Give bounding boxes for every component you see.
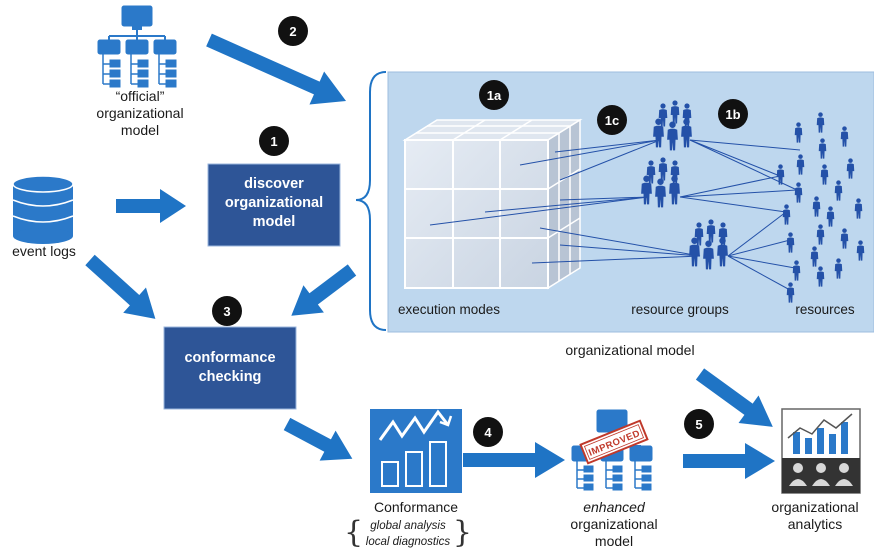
arrow-model-to-conformance: [291, 264, 357, 316]
analytics-line1: organizational: [771, 499, 859, 515]
conformance-details: { } global analysis local diagnostics: [344, 515, 472, 556]
step-badge-1a: 1a: [479, 80, 509, 110]
step-badge-3: 3: [212, 296, 242, 326]
step-badge-5: 5: [684, 409, 714, 439]
arrow-enhanced-to-analytics: [683, 443, 775, 479]
conformance-checking-line1: conformance: [184, 350, 276, 366]
flow-arrows: [85, 33, 775, 479]
enhanced-line3: model: [594, 533, 634, 549]
arrow-result-to-enhanced: [463, 442, 565, 478]
discover-box: [207, 163, 341, 247]
improved-stamp: IMPROVED: [579, 419, 649, 465]
enhanced-model-label: enhanced organizational model: [552, 499, 676, 550]
chart-trend-icon: [370, 409, 462, 493]
enhanced-hierarchy-icon: IMPROVED: [571, 409, 653, 491]
discover-line3: model: [252, 214, 296, 230]
panel-brace: [355, 71, 387, 331]
arrow-model-to-analytics: [695, 368, 773, 427]
analytics-line2: analytics: [787, 516, 843, 532]
conformance-checking-line2: checking: [198, 369, 262, 385]
analytics-dashboard-icon: [781, 408, 861, 494]
step-badge-1b: 1b: [718, 99, 748, 129]
database-icon: [12, 175, 74, 244]
org-model-caption: organizational model: [565, 342, 695, 358]
conformance-checking-box: [163, 326, 297, 410]
step-badge-1: 1: [259, 126, 289, 156]
discover-line1: discover: [244, 176, 304, 192]
execution-modes-label: execution modes: [398, 302, 501, 317]
local-diagnostics-label: local diagnostics: [365, 536, 451, 548]
arrow-conformance-to-result: [283, 417, 353, 461]
hierarchy-icon: [97, 5, 177, 88]
step-badge-2: 2: [278, 16, 308, 46]
enhanced-line2: organizational: [570, 516, 658, 532]
step-badge-4: 4: [473, 417, 503, 447]
official-model-line1: “official”: [115, 88, 165, 104]
official-model-label: “official” organizational model: [80, 88, 200, 139]
arrow-logs-to-conformance: [85, 254, 156, 319]
discover-line2: organizational: [224, 195, 324, 211]
official-model-line3: model: [120, 122, 160, 138]
resource-groups-label: resource groups: [631, 302, 729, 317]
arrow-logs-to-discover: [116, 189, 186, 223]
resources-label: resources: [795, 302, 855, 317]
conformance-label: Conformance: [373, 499, 459, 515]
official-model-line2: organizational: [96, 105, 184, 121]
execution-modes-cube: [402, 118, 583, 290]
right-brace: }: [452, 515, 472, 550]
enhanced-line1: enhanced: [583, 499, 645, 515]
analytics-label: organizational analytics: [756, 499, 874, 533]
left-brace: {: [344, 515, 364, 550]
connection-lines: [429, 139, 801, 291]
global-analysis-label: global analysis: [370, 520, 446, 532]
step-badge-1c: 1c: [597, 105, 627, 135]
discover-box-label: discover organizational model: [208, 175, 340, 232]
arrow-official-to-model: [206, 33, 347, 105]
conformance-checking-label: conformance checking: [164, 349, 296, 387]
event-logs-label: event logs: [12, 243, 76, 259]
